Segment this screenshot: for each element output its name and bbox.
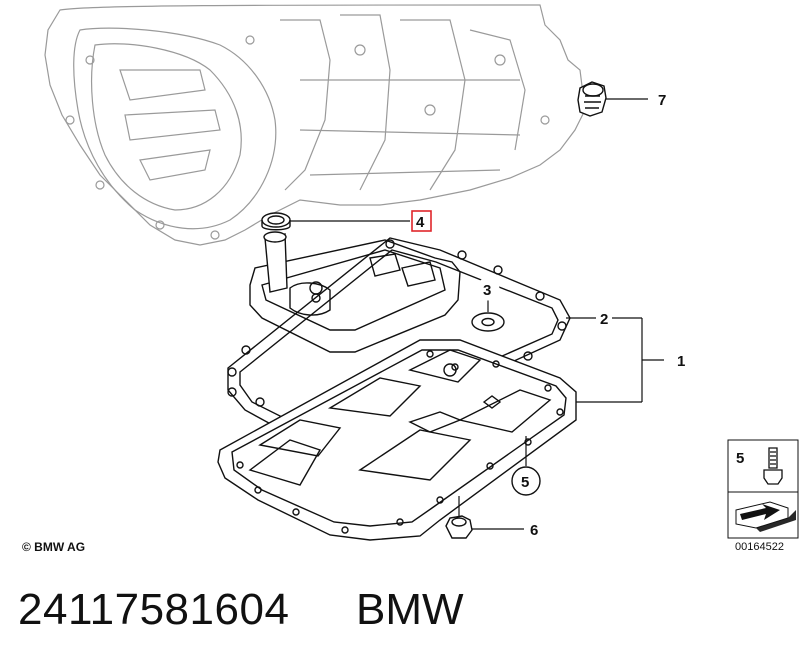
bolt-icon [763,447,783,485]
callout-4: 4 [416,214,425,231]
copyright-label: © BMW AG [22,540,86,554]
plug-screw-part-7 [577,81,607,117]
callout-3: 3 [483,282,491,299]
oil-pan-part-1 [217,339,577,541]
washer-part-3 [471,312,505,332]
legend-part-number: 5 [736,450,745,467]
callout-7: 7 [658,92,666,109]
callout-circle-3 [476,277,500,301]
oil-filter [249,231,461,353]
transmission-housing [44,4,586,246]
callout-circle-5 [511,466,541,496]
callout-1: 1 [677,353,685,370]
callout-2: 2 [600,311,608,328]
seal-ring-part-4 [261,212,291,231]
legend-box [727,439,799,539]
callout-6: 6 [530,522,538,539]
callout-5: 5 [521,474,529,491]
arrow-icon [735,501,796,532]
highlight-box-4 [411,210,432,232]
drawing-number: 00164522 [735,541,784,553]
drain-plug-part-6 [445,515,473,539]
part-number: 24117581604 [18,585,290,634]
brand-label: BMW [356,585,464,634]
